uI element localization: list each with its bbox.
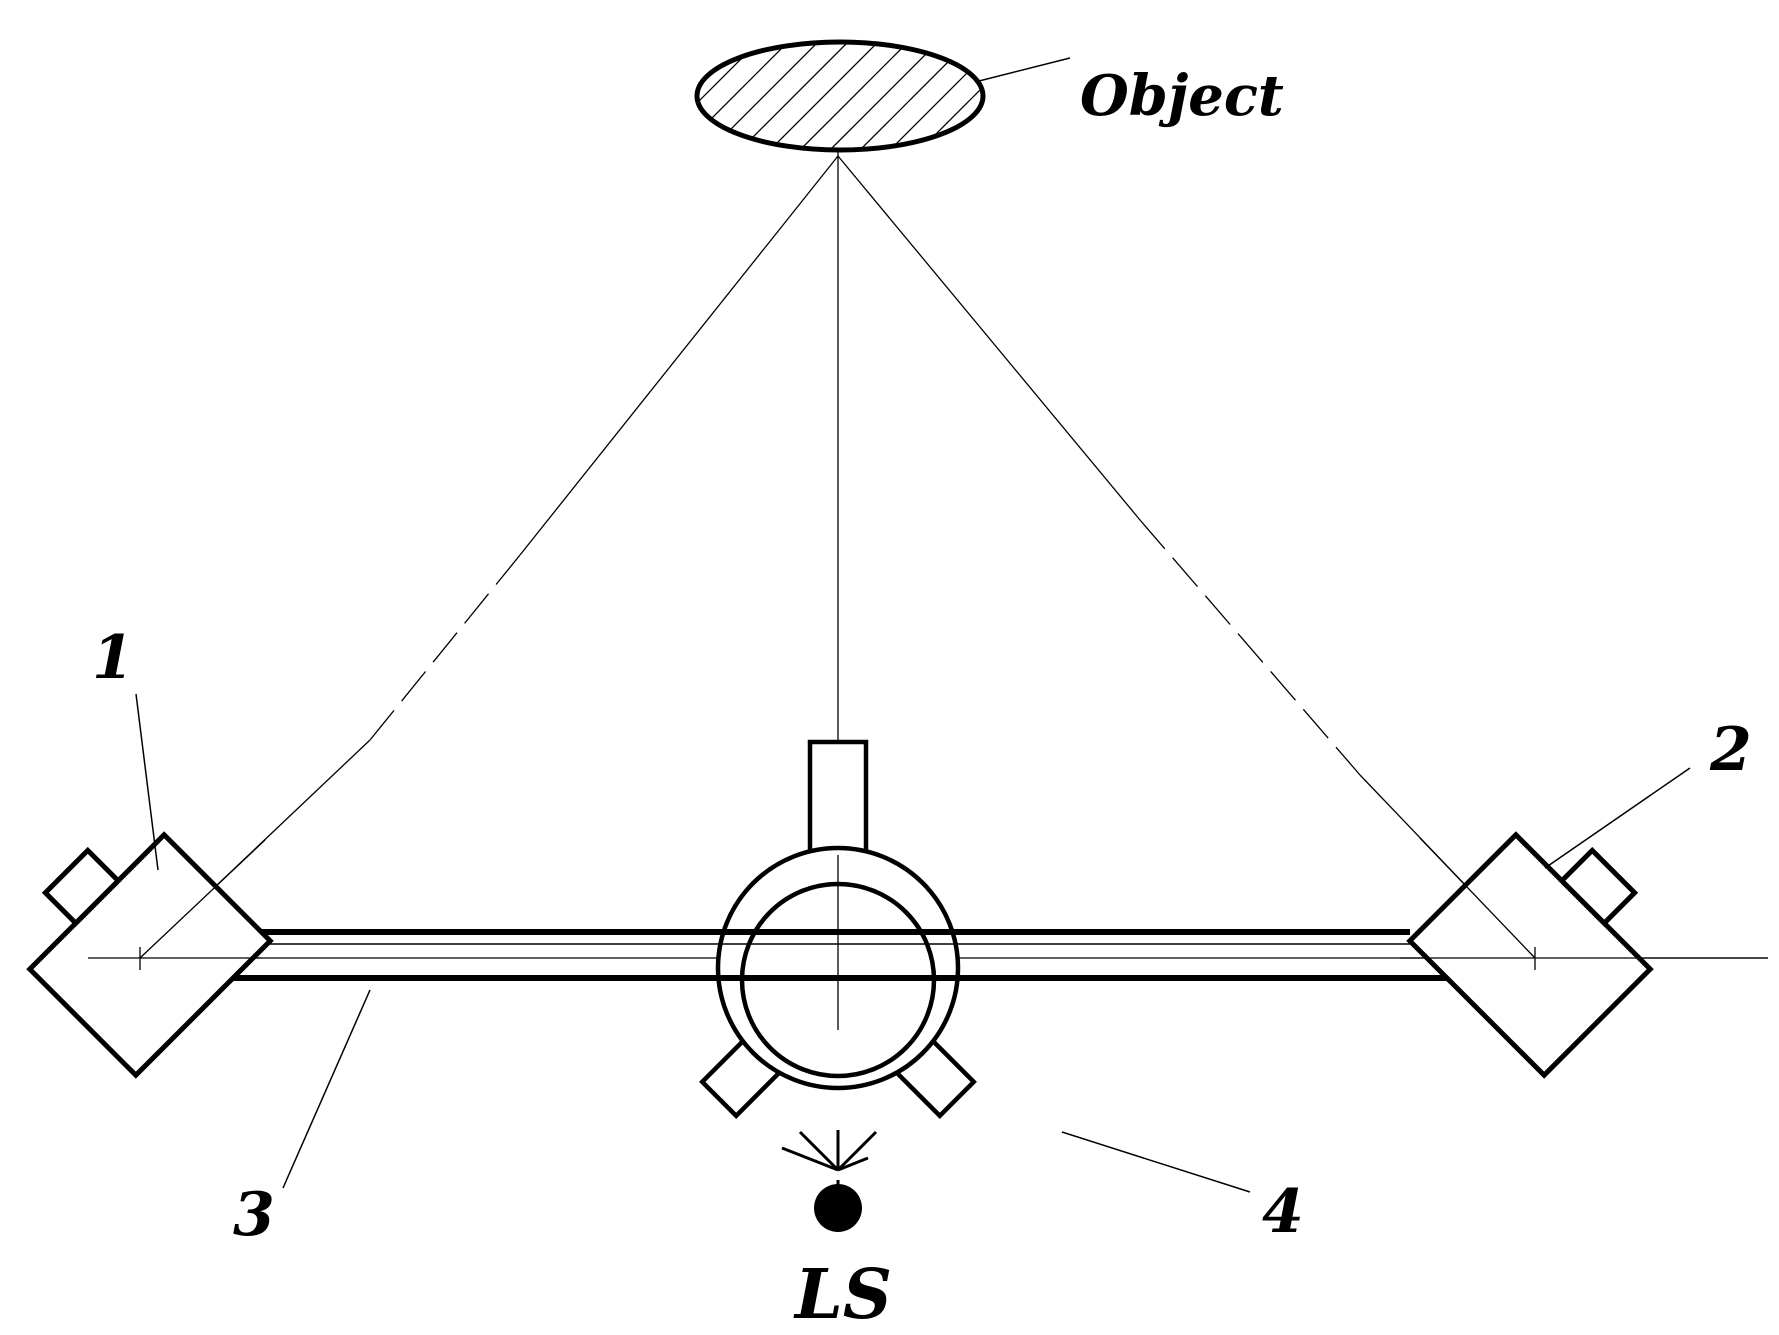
camera-2 xyxy=(1406,831,1654,1079)
rail-through-mount xyxy=(718,855,958,1030)
object-leader-line xyxy=(974,57,1071,83)
leader-1 xyxy=(135,693,159,871)
label-1: 1 xyxy=(92,623,134,693)
label-3: 3 xyxy=(233,1180,275,1250)
leader-4 xyxy=(1061,1131,1251,1193)
light-source-label: LS xyxy=(793,1255,892,1335)
camera-1 xyxy=(26,831,274,1079)
leader-2 xyxy=(1544,767,1691,869)
object-label: Object xyxy=(1080,63,1284,129)
label-2: 2 xyxy=(1709,715,1752,785)
object-ellipse xyxy=(694,39,986,153)
light-source xyxy=(781,1130,878,1232)
leader-3 xyxy=(282,989,371,1189)
label-4: 4 xyxy=(1262,1177,1304,1247)
